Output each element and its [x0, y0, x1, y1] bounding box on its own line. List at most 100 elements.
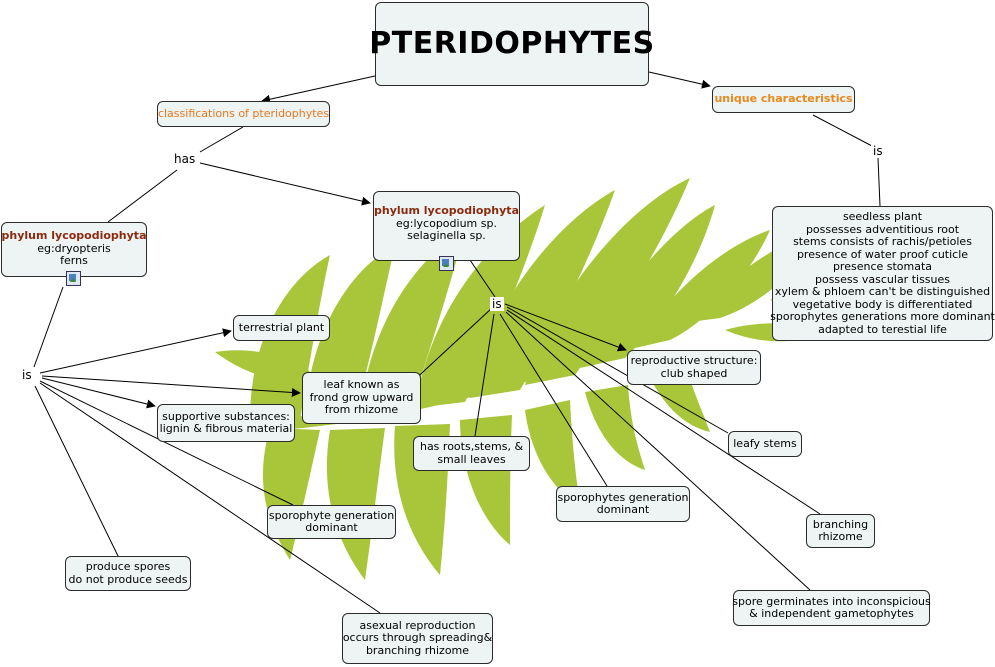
link-has-leftphylum: [107, 169, 178, 223]
link-isleft-leaf: [41, 375, 301, 397]
page-title[interactable]: PTERIDOPHYTES: [369, 2, 654, 86]
fern-pinna: [525, 400, 580, 505]
link-isleft-terrestrial: [39, 328, 232, 374]
roots-stems-node[interactable]: has roots,stems, & small leaves: [413, 436, 530, 471]
sporophyte-generation-node[interactable]: sporophyte generation dominant: [267, 505, 396, 539]
characteristic-item: stems consists of rachis/petioles: [793, 235, 972, 248]
link-iscenter-leafy: [506, 306, 729, 434]
phrase-is-right[interactable]: is: [871, 144, 885, 158]
terrestrial-plant-label: terrestrial plant: [238, 320, 325, 334]
branching-line: rhizome: [818, 530, 863, 543]
link-iscenter-branching: [506, 309, 821, 515]
fern-pinna: [580, 205, 715, 368]
phrase-is-center[interactable]: is: [490, 297, 504, 311]
link-title-classifications: [261, 75, 376, 104]
fern-pinna: [360, 230, 465, 414]
left-phylum-node[interactable]: phylum lycopodiophyta eg:dryopteris fern…: [1, 222, 147, 277]
link-iscenter-spore: [505, 311, 811, 591]
sporophyte-line: sporophyte generation: [268, 508, 395, 522]
fern-pinna: [585, 385, 645, 470]
leaf-frond-node[interactable]: leaf known as frond grow upward from rhi…: [302, 372, 421, 424]
link-has-centerphylum: [199, 162, 371, 206]
link-iscenter-sporophytes: [499, 313, 608, 487]
asexual-line: branching rhizome: [365, 643, 470, 657]
link-iscenter-reproductive: [504, 303, 627, 352]
fern-pinna: [470, 190, 615, 398]
asexual-line: occurs through spreading&: [342, 631, 493, 645]
characteristic-item: xylem & phloem can't be distinguished: [774, 285, 991, 298]
spore-germinates-node[interactable]: spore germinates into inconspicious & in…: [732, 590, 931, 626]
leafy-stems-label: leafy stems: [733, 436, 797, 450]
link-isleft-spores: [34, 385, 119, 557]
fern-pinna: [326, 428, 385, 580]
sporophytes-line: dominant: [596, 503, 650, 516]
asexual-line: asexual reproduction: [359, 618, 476, 632]
left-phylum-title: phylum lycopodiophyta: [1, 229, 147, 242]
link-unique-is: [812, 114, 873, 147]
unique-characteristics-node[interactable]: unique characteristics: [712, 86, 855, 113]
characteristic-item: vegetative body is differentiated: [792, 297, 973, 311]
characteristic-item: adapted to terestial life: [818, 322, 947, 336]
link-iscenter-roots: [474, 313, 495, 437]
characteristic-item: possess vascular tissues: [814, 272, 951, 286]
reproductive-line: reproductive structure:: [630, 354, 758, 367]
supportive-substances-node[interactable]: supportive substances: lignin & fibrous …: [157, 404, 295, 442]
link-isleft-sporophyte: [39, 380, 294, 506]
leaf-frond-line: from rhizome: [324, 403, 399, 417]
produce-spores-node[interactable]: produce spores do not produce seeds: [65, 556, 191, 591]
link-iscenter-leaf: [409, 307, 493, 385]
left-phylum-example: eg:dryopteris: [37, 241, 111, 255]
characteristics-node[interactable]: seedless plant possesses adventitious ro…: [770, 206, 995, 341]
asexual-reproduction-node[interactable]: asexual reproduction occurs through spre…: [342, 613, 493, 664]
image-icon[interactable]: [439, 256, 454, 271]
phrase-has[interactable]: has: [172, 152, 198, 166]
link-is-characteristics: [877, 157, 881, 207]
sporophytes-line: sporophytes generation: [557, 490, 689, 504]
characteristic-item: possesses adventitious root: [805, 222, 960, 236]
spore-germ-line: spore germinates into inconspicious: [732, 594, 931, 608]
fern-pinna: [460, 415, 512, 545]
supportive-line: supportive substances:: [162, 409, 290, 423]
leaf-frond-line: frond grow upward: [309, 390, 414, 404]
left-phylum-ferns: ferns: [60, 254, 88, 267]
center-phylum-title: phylum lycopodiophyta: [374, 204, 519, 217]
spore-germ-line: & independent gametophytes: [749, 607, 914, 620]
leafy-stems-node[interactable]: leafy stems: [728, 431, 802, 457]
roots-line: has roots,stems, &: [419, 440, 524, 453]
fern-pinna: [525, 178, 690, 385]
reproductive-structure-node[interactable]: reproductive structure: club shaped: [627, 350, 761, 385]
center-phylum-selaginella: selaginella sp.: [407, 229, 486, 242]
characteristic-item: sporophytes generations more dominant: [770, 310, 995, 323]
link-isleft-supportive: [41, 377, 156, 409]
characteristic-item: presence of water proof cuticle: [796, 247, 969, 261]
link-centerphylum-is: [469, 259, 496, 298]
link-isleft-asexual: [39, 382, 381, 614]
reproductive-line: club shaped: [660, 366, 728, 380]
center-phylum-node[interactable]: phylum lycopodiophyta eg:lycopodium sp. …: [373, 191, 520, 261]
terrestrial-plant-node[interactable]: terrestrial plant: [233, 315, 330, 341]
sporophytes-generation-node[interactable]: sporophytes generation dominant: [556, 486, 690, 522]
leaf-frond-line: leaf known as: [323, 378, 400, 392]
unique-characteristics-label: unique characteristics: [714, 92, 853, 106]
phrase-is-left[interactable]: is: [20, 368, 34, 382]
connectors: [33, 71, 881, 614]
spores-line: do not produce seeds: [68, 572, 188, 586]
title-text: PTERIDOPHYTES: [369, 26, 655, 61]
roots-line: small leaves: [437, 452, 506, 466]
sporophyte-line: dominant: [305, 521, 358, 534]
characteristic-item: seedless plant: [842, 210, 923, 223]
image-icon[interactable]: [66, 271, 81, 286]
branching-rhizome-node[interactable]: branching rhizome: [806, 514, 875, 548]
supportive-line: lignin & fibrous material: [159, 422, 293, 435]
fern-pinna: [215, 350, 320, 382]
characteristic-item: presence stomata: [832, 260, 933, 273]
fern-pinna: [635, 230, 770, 348]
spores-line: produce spores: [85, 560, 171, 573]
classifications-node[interactable]: classifications of pteridophytes: [157, 101, 330, 127]
branching-line: branching: [812, 517, 869, 531]
classifications-label: classifications of pteridophytes: [157, 106, 330, 120]
link-leftphylum-is: [33, 286, 64, 368]
link-classifications-has: [199, 126, 244, 153]
center-phylum-example: eg:lycopodium sp.: [396, 216, 497, 230]
